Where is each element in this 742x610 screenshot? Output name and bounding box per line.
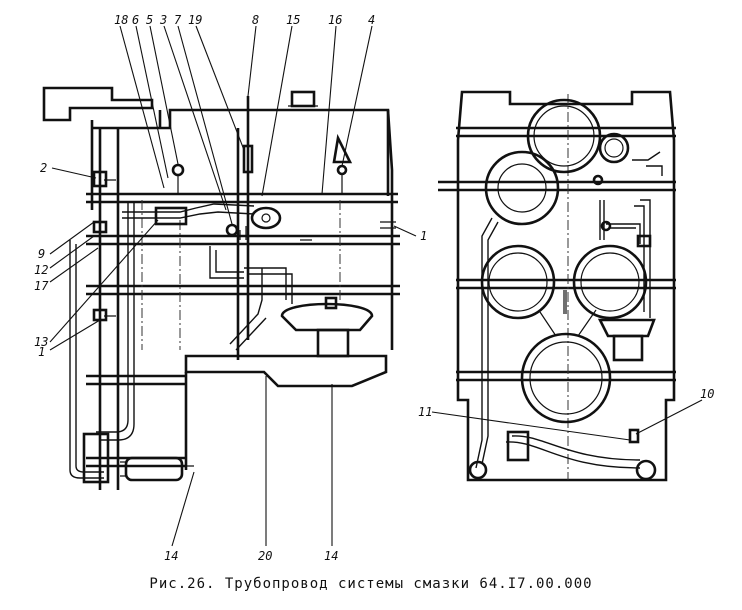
callout-8: 8 [252,13,259,27]
callout-17: 17 [34,279,49,293]
callout-12: 12 [34,263,48,277]
end-view [438,90,676,482]
callout-14-left: 14 [164,549,178,563]
callout-9: 9 [38,247,45,261]
callout-16: 16 [328,13,342,27]
callout-4: 4 [368,13,375,27]
callout-1-left: 1 [38,345,45,359]
callout-6: 6 [132,13,139,27]
lubrication-system-drawing: 18 6 5 3 7 19 8 15 16 4 2 9 12 17 13 1 1… [34,13,714,563]
callout-5: 5 [146,13,153,27]
callout-20: 20 [258,549,272,563]
leader-lines [49,25,703,547]
callout-19: 19 [188,13,202,27]
callout-1-right: 1 [420,229,427,243]
callout-7: 7 [174,13,182,27]
callout-13: 13 [34,335,48,349]
figure-caption: Рис.26. Трубопровод системы смазки 64.I7… [149,576,593,592]
callout-11: 11 [418,405,432,419]
callout-labels: 18 6 5 3 7 19 8 15 16 4 2 9 12 17 13 1 1… [34,13,714,563]
callout-3: 3 [159,13,167,27]
callout-15: 15 [286,13,300,27]
callout-2: 2 [40,161,47,175]
callout-14-right: 14 [324,549,338,563]
callout-10: 10 [700,387,714,401]
callout-18: 18 [114,13,128,27]
